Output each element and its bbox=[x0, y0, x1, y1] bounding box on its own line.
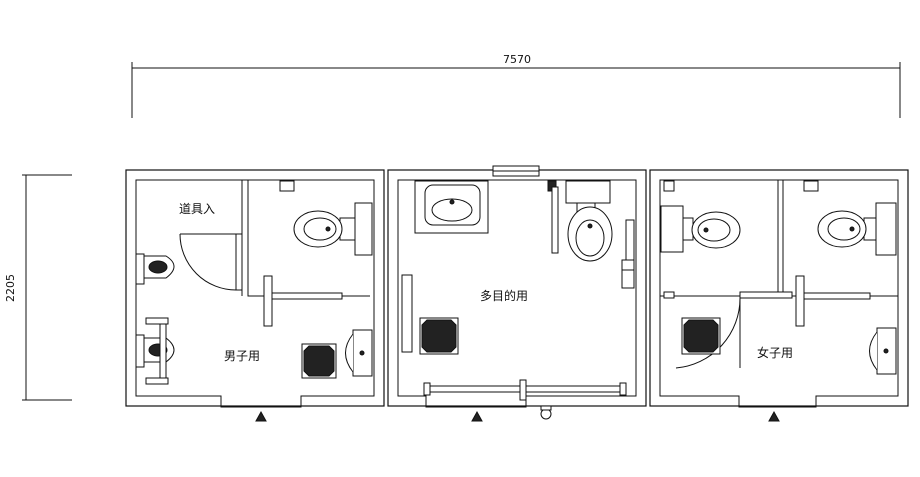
urinal-icon bbox=[135, 317, 175, 385]
floor-drain-icon bbox=[419, 317, 459, 355]
urinal-icon bbox=[135, 253, 175, 285]
womens-sink-icon bbox=[869, 327, 897, 375]
storage-door-swing bbox=[179, 233, 237, 291]
bench-icon bbox=[401, 274, 413, 353]
width-dimension-label: 7570 bbox=[503, 53, 531, 66]
height-dimension: 2205 bbox=[4, 174, 72, 401]
womens-room-label: 女子用 bbox=[757, 345, 793, 360]
storage-label: 道具入 bbox=[179, 202, 215, 216]
entrance-arrow-icon bbox=[471, 410, 483, 422]
entrance-arrow-icon bbox=[255, 410, 267, 422]
multipurpose-sink-icon bbox=[414, 180, 489, 234]
mens-sink-icon bbox=[345, 329, 373, 377]
womens-toilet-icon bbox=[803, 180, 897, 256]
multipurpose-unit: 多目的用 bbox=[387, 165, 647, 422]
sliding-door-icon bbox=[423, 379, 627, 420]
floor-drain-icon bbox=[301, 343, 337, 379]
mens-unit: 道具入 男子用 bbox=[125, 169, 385, 422]
width-dimension: 7570 bbox=[131, 53, 901, 118]
mens-room-label: 男子用 bbox=[224, 349, 260, 363]
entrance-arrow-icon bbox=[768, 410, 780, 422]
womens-toilet-icon bbox=[660, 180, 741, 253]
womens-unit: 女子用 bbox=[649, 169, 909, 422]
multipurpose-room-label: 多目的用 bbox=[480, 288, 528, 303]
multipurpose-toilet-icon bbox=[547, 180, 635, 289]
mens-toilet-icon bbox=[279, 180, 373, 256]
height-dimension-label: 2205 bbox=[4, 274, 17, 302]
womens-door-swing bbox=[675, 297, 741, 369]
floor-drain-icon bbox=[681, 317, 721, 355]
